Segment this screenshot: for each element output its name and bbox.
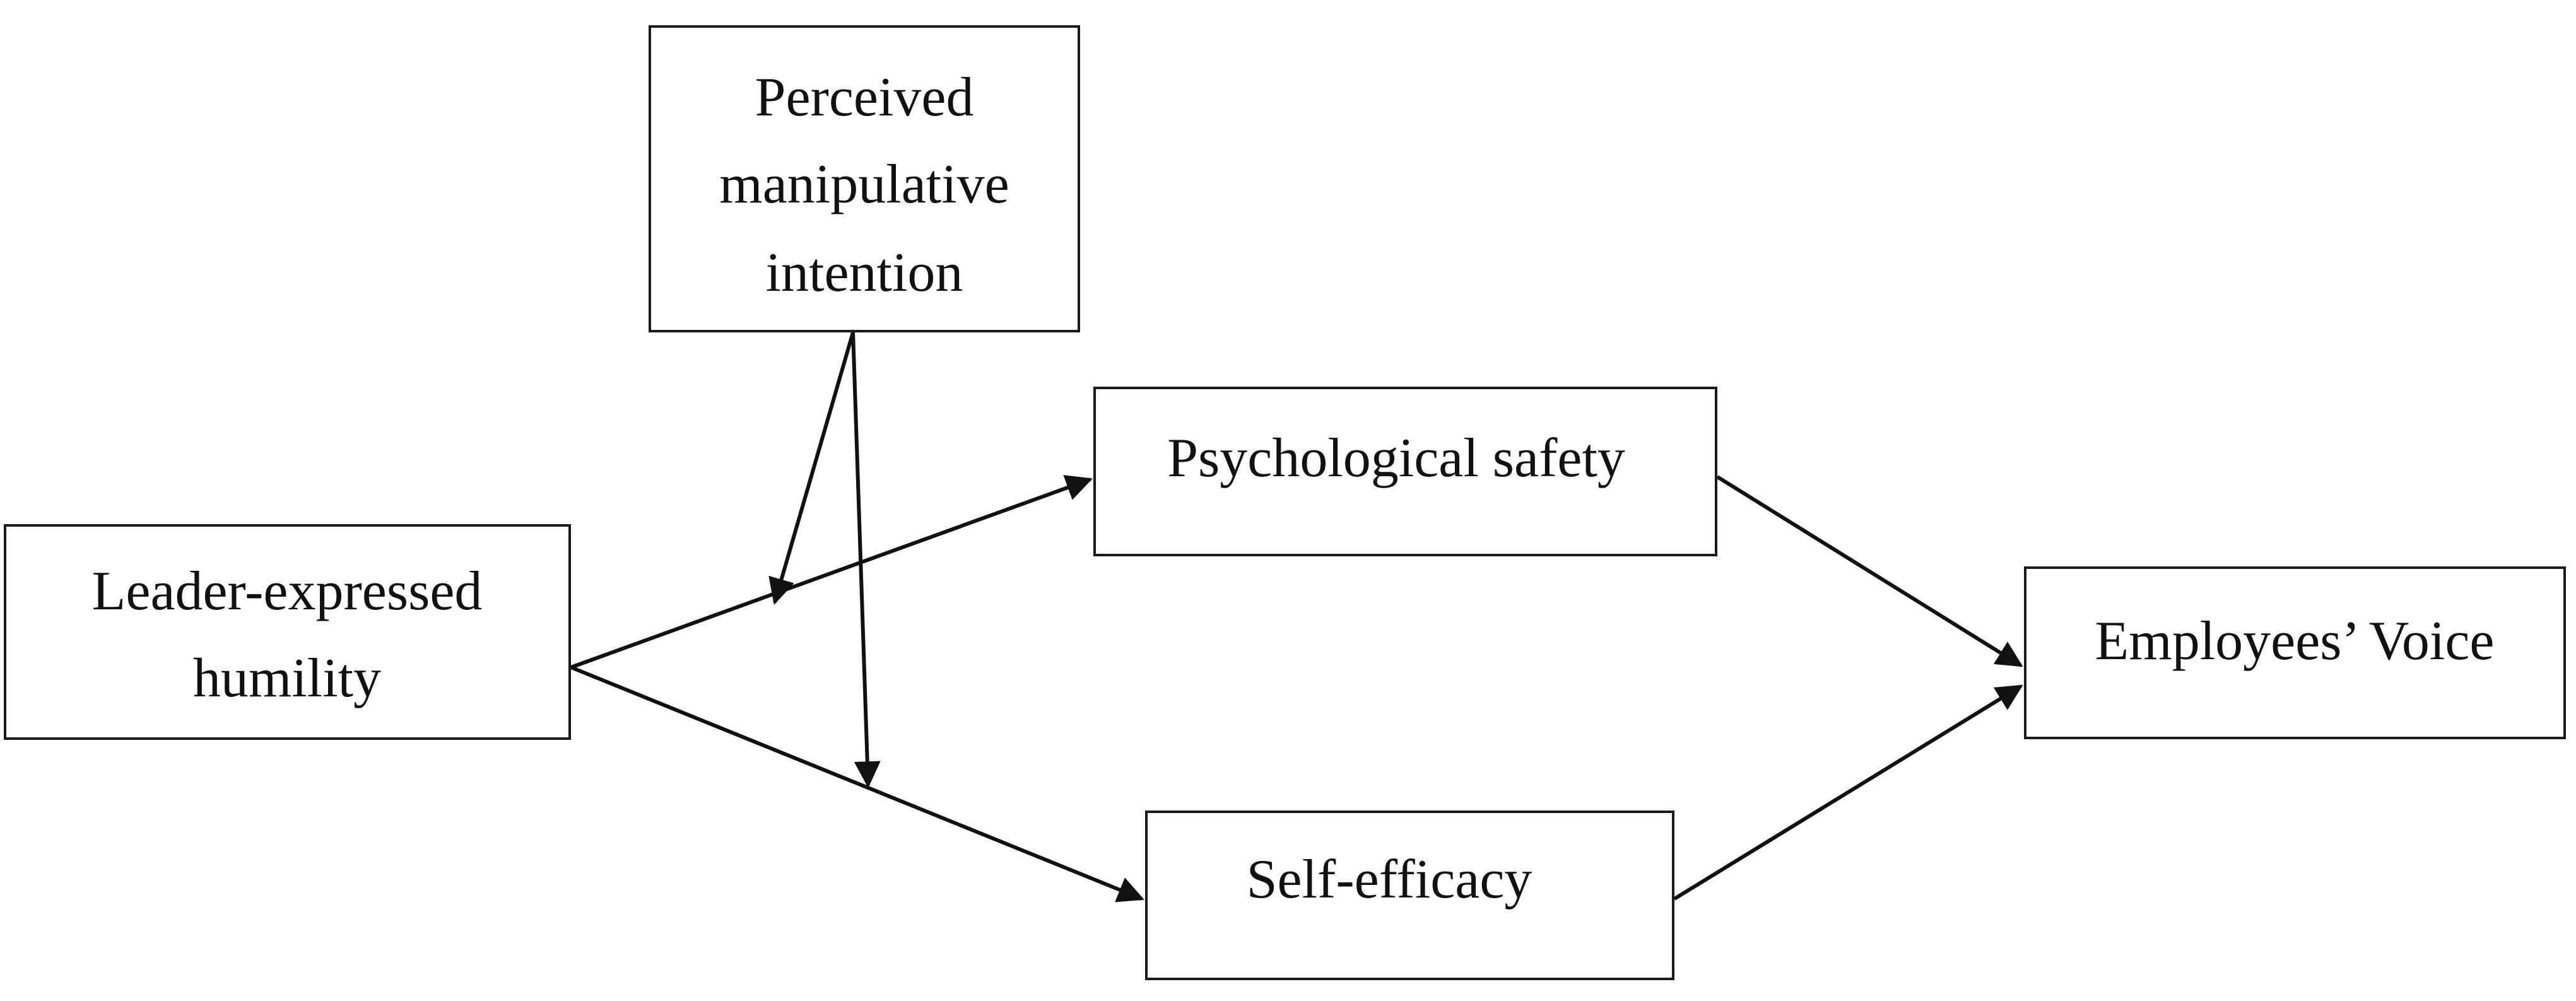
leader-humility-label-line-1: Leader-expressed xyxy=(92,561,483,622)
moderator-label-line-2: manipulative xyxy=(719,154,1009,215)
arrow-psychological-safety-to-voice xyxy=(1716,475,2023,667)
arrow-self-efficacy-to-voice xyxy=(1673,684,2023,901)
self-efficacy-label: Self-efficacy xyxy=(1247,849,1532,910)
employees-voice-label: Employees’ Voice xyxy=(2095,611,2495,672)
moderator-label-line-3: intention xyxy=(766,242,963,303)
arrow-humility-to-self-efficacy xyxy=(570,665,1144,903)
moderator-box xyxy=(649,25,1080,332)
leader-humility-label-line-2: humility xyxy=(193,648,381,709)
psychological-safety-label: Psychological safety xyxy=(1167,428,1625,489)
self-efficacy-box xyxy=(1145,811,1674,980)
employees-voice-box xyxy=(2024,566,2566,739)
psychological-safety-box xyxy=(1093,387,1717,556)
arrow-humility-to-psychological-safety xyxy=(570,475,1093,669)
moderator-label-line-1: Perceived xyxy=(755,67,974,128)
arrow-moderator-to-safety-path xyxy=(768,332,855,606)
arrow-moderator-to-efficacy-path xyxy=(851,332,881,788)
leader-humility-box xyxy=(4,524,571,740)
